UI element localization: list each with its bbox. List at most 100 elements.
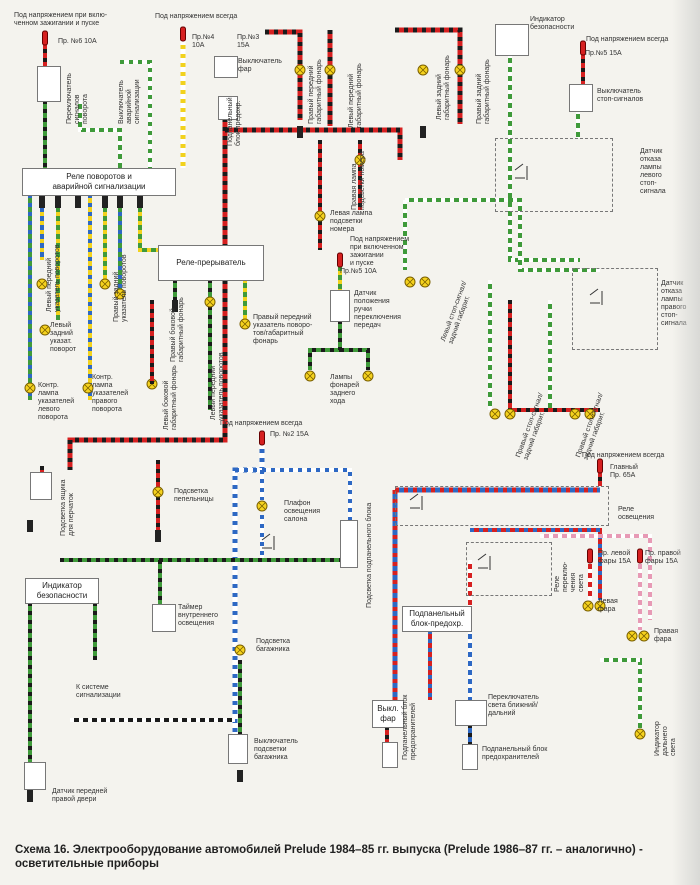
turn-switch-box xyxy=(37,66,61,102)
label-ctrl-left-turn: Контр. лампа указателей левого поворота xyxy=(38,382,75,421)
label-front-right-combo: Правый передний указатель поворо- тов/га… xyxy=(253,314,313,345)
label-reverse-lamps: Лампы фонарей заднего хода xyxy=(330,374,360,405)
wire-lights-h1 xyxy=(225,127,403,160)
label-pwr-always-top: Под напряжением всегда xyxy=(155,13,238,20)
ground-glove xyxy=(27,520,33,532)
wire-dome-return xyxy=(235,515,264,562)
lamp-filament xyxy=(206,298,214,306)
caption-text: Схема 16. Электрооборудование автомобиле… xyxy=(15,844,643,870)
label-rear-left-lamp: Левый передний габаритный фонарь xyxy=(348,63,363,128)
ground-rl xyxy=(297,126,303,138)
wire-rear-tail-stripe xyxy=(395,27,463,124)
lamp-filament xyxy=(506,410,514,418)
label-fuse-5-15: Пр.№5 15А xyxy=(585,50,622,57)
label-stop-switch: Выключатель стоп-сигналов xyxy=(597,88,644,103)
lamp-filament xyxy=(258,502,266,510)
lamp-filament xyxy=(584,602,592,610)
label-left-headlight: Левая фара xyxy=(598,598,618,613)
fuses-a-box xyxy=(382,742,398,768)
dome-switch-icon xyxy=(261,533,275,550)
label-fuse-block-top: Подпанельный блок предохр. xyxy=(227,97,242,146)
relay-turn-hazard-box: Реле поворотов и аварийной сигнализации xyxy=(22,168,176,196)
label-pwr-ign-start: Под напряжением при вклю- ченном зажиган… xyxy=(14,12,108,27)
lamp-filament xyxy=(38,280,46,288)
label-front-left-turn: Левый передний указатель поворотов xyxy=(46,244,61,312)
right-stop-sensor-contact-icon xyxy=(589,288,603,305)
label-safety-indicator-top: Индикатор безопасности xyxy=(530,16,575,31)
wire-reverse-1-stripe xyxy=(308,320,342,370)
fuse-block-top-box xyxy=(218,96,238,120)
wire-lights-main-stripe xyxy=(67,118,228,470)
wire-stop-left-stripe xyxy=(405,198,600,272)
label-timer: Таймер внутреннего освещения xyxy=(178,604,218,627)
label-main-fuse: Главный Пр. 65А xyxy=(610,464,638,479)
lamp-filament xyxy=(41,326,49,334)
relay-ground-2 xyxy=(75,196,81,208)
fuse-2-15-icon xyxy=(259,430,265,446)
lamp-filament xyxy=(241,320,249,328)
label-fuse-2-15: Пр. №2 15А xyxy=(270,431,309,438)
lamp-filament xyxy=(296,66,304,74)
label-fuse-4: Пр.№4 10А xyxy=(192,34,215,49)
lamp-filament xyxy=(636,730,644,738)
lamp-filament xyxy=(596,602,604,610)
label-rear-left-tail: Левый задний габаритный фонарь xyxy=(436,55,451,120)
label-underpanel-fuses-b: Подпанельный блок предохранителей xyxy=(482,746,548,761)
lamp-filament xyxy=(84,384,92,392)
wire-reverse-2 xyxy=(340,348,370,370)
label-fuse-6: Пр. №6 10А xyxy=(58,38,97,45)
label-alarm-system: К системе сигнализации xyxy=(76,684,121,699)
stop-switch-box xyxy=(569,84,593,112)
safety-indicator-top-box xyxy=(495,24,529,56)
wire-high-beam-stripe xyxy=(600,658,642,730)
lamp-filament xyxy=(491,410,499,418)
fuses-b-box xyxy=(462,744,478,770)
switch-relay-contact-icon xyxy=(477,553,491,570)
label-underpanel-light: Подсветка подпанельного блока xyxy=(366,502,373,608)
wire-to-breaker-stripe xyxy=(138,194,158,252)
underpanel-block-label: Подпанельный блок-предохр. xyxy=(409,609,465,628)
lamp-filament xyxy=(419,66,427,74)
label-dimmer-switch: Переключатель света ближний/ дальний xyxy=(488,694,539,717)
wire-high-beam xyxy=(600,658,642,730)
lamp-filament xyxy=(421,278,429,286)
main-fuse-icon xyxy=(597,458,603,474)
fuse-4-icon xyxy=(180,26,186,42)
label-light-switch-relay: Реле переклю- чения света xyxy=(554,561,585,592)
lamp-filament xyxy=(364,372,372,380)
relay-ground-5 xyxy=(137,196,143,208)
label-pwr-always-tr: Под напряжением всегда xyxy=(586,36,669,43)
label-pwr-ign-start-mid: Под напряжением при включенном зажигании… xyxy=(350,236,410,267)
relay-turn-hazard-label: Реле поворотов и аварийной сигнализации xyxy=(52,172,146,191)
fuse-right-hl-icon xyxy=(637,548,643,564)
fuse-6-icon xyxy=(42,30,48,46)
label-plate-right: Правая лампа подсветки номера xyxy=(351,151,366,210)
wire-reverse-2-stripe xyxy=(340,348,370,370)
wire-relay-right-stripe xyxy=(540,534,652,620)
label-ctrl-right-turn: Контр. лампа указателей правого поворота xyxy=(92,374,129,413)
lamp-filament xyxy=(640,632,648,640)
label-trunk-switch: Выключатель подсветки багажника xyxy=(254,738,298,761)
label-front-left-combo: Левый передний указатель поворотов xyxy=(210,352,225,420)
relay-ground-4 xyxy=(117,196,123,208)
wire-relay-left-stripe xyxy=(470,528,602,600)
underpanel-switch-box xyxy=(340,520,358,568)
lamp-filament xyxy=(101,280,109,288)
headlight-relay-box xyxy=(395,486,609,526)
safety-indicator-mid-label: Индикатор безопасности xyxy=(36,581,88,600)
wire-lights-h1-stripe xyxy=(225,127,403,160)
relay-ground-3 xyxy=(102,196,108,208)
label-sensor-selector: Датчик положения ручки переключения пере… xyxy=(354,290,401,329)
ground-ash xyxy=(155,530,161,542)
lamp-filament xyxy=(316,212,324,220)
door-sensor-box xyxy=(24,762,46,790)
label-fuse-5-10: Пр.№5 10А xyxy=(340,268,377,275)
wire-dome-return-stripe xyxy=(235,515,264,562)
relay-ground-0 xyxy=(39,196,45,208)
label-ashtray-light: Подсветка пепельницы xyxy=(174,488,214,503)
wire-safety-indicator-stripe xyxy=(508,54,580,262)
timer-box xyxy=(152,604,176,632)
label-right-door-sensor: Датчик передней правой двери xyxy=(52,788,108,803)
label-trunk-light: Подсветка багажника xyxy=(256,638,290,653)
wire-underpanel-light-stripe xyxy=(235,468,352,520)
